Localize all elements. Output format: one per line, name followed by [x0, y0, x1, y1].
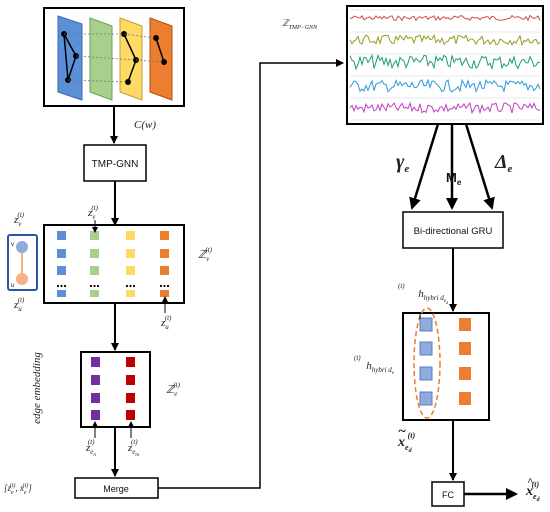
Zv-label: ℤv(t) — [198, 246, 213, 263]
hybrid-box — [402, 312, 490, 421]
Ze-label: ℤe(t) — [166, 381, 181, 398]
h-hybrid-ed-label: hhybri ded(t) — [398, 282, 449, 305]
timeseries-line — [349, 78, 541, 94]
zv-top-label: zv(t) — [87, 204, 99, 221]
zem-label: zem(t) — [127, 438, 139, 458]
zu-bottom-label: zu(t) — [160, 314, 172, 331]
fc-label: FC — [442, 490, 454, 500]
x-hat-label: xed(t) — [525, 480, 541, 503]
tilde-mark: ~ — [398, 424, 406, 439]
layer-orange — [149, 17, 173, 101]
fc-box — [431, 481, 465, 507]
node-pair-diagram: v u — [7, 234, 38, 291]
arrow-merge-to-timeseries — [158, 59, 344, 489]
hybrid-cells — [419, 317, 471, 406]
timeseries-line — [349, 53, 540, 71]
node-v — [16, 241, 28, 253]
node-u-letter: u — [11, 283, 14, 289]
bigru-label: Bi-directional GRU — [414, 226, 493, 237]
layer-green — [89, 17, 113, 101]
timeseries-panel — [346, 5, 544, 125]
timeseries-line — [349, 33, 541, 47]
zen-label: zen(t) — [85, 438, 96, 458]
me-label: Me — [446, 170, 462, 187]
merge-input-label: [ze(t), xe(t)] — [4, 482, 32, 496]
ze-cells — [91, 357, 135, 420]
timeseries-line — [349, 101, 541, 115]
layer-blue — [57, 15, 83, 101]
hat-mark: ^ — [527, 476, 533, 488]
delta-label: Δe — [494, 151, 513, 175]
merge-label: Merge — [103, 484, 129, 494]
timeseries-lines — [349, 9, 541, 121]
edge-embedding-label: edge embedding — [31, 352, 43, 424]
graph-layers — [57, 15, 173, 101]
x-tilde-label: xed(t) — [397, 431, 415, 454]
zv-cells — [56, 231, 170, 297]
hybrid-ellipse — [413, 307, 441, 419]
node-v-letter: v — [11, 242, 14, 248]
arrow-gamma — [409, 123, 440, 210]
cw-label: C(w) — [134, 119, 156, 131]
tmp-gnn-label: TMP-GNN — [92, 159, 139, 170]
zu-side-label: zu(t) — [13, 296, 25, 313]
gamma-label: γe — [396, 151, 409, 175]
h-hybrid-e-label: hhybri de(t) — [354, 354, 395, 376]
timeseries-line — [349, 14, 541, 22]
zv-side-label: zv(t) — [13, 211, 25, 228]
node-u — [16, 273, 28, 285]
arrow-delta — [464, 123, 495, 210]
Z-tmp-gnn-label: ℤTMP−GNN — [282, 18, 318, 31]
